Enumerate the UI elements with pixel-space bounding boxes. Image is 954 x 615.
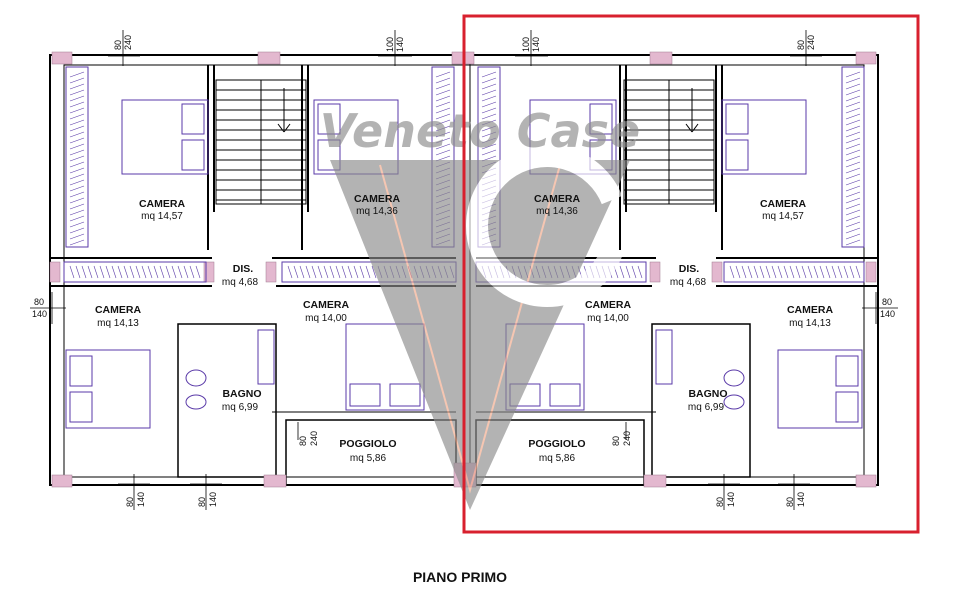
room-label: POGGIOLO bbox=[339, 438, 396, 450]
dim-label: 140 bbox=[726, 492, 736, 507]
room-area: mq 4,68 bbox=[670, 277, 707, 288]
room-area: mq 14,00 bbox=[305, 313, 347, 324]
dim-label: 140 bbox=[32, 309, 47, 319]
dim-label: 80 bbox=[882, 297, 892, 307]
dim-label: 80 bbox=[125, 497, 135, 507]
dim-label: 140 bbox=[208, 492, 218, 507]
dim-label: 140 bbox=[880, 309, 895, 319]
room-label: CAMERA bbox=[760, 198, 806, 210]
room-area: mq 6,99 bbox=[222, 402, 259, 413]
room-label: CAMERA bbox=[787, 304, 833, 316]
room-area: mq 5,86 bbox=[539, 453, 576, 464]
dim-label: 100 bbox=[385, 37, 395, 52]
room-labels-left: CAMERA mq 14,57 CAMERA mq 14,36 DIS. mq … bbox=[95, 193, 400, 464]
room-labels-right: CAMERA mq 14,36 CAMERA mq 14,57 DIS. mq … bbox=[528, 193, 833, 464]
room-area: mq 4,68 bbox=[222, 277, 259, 288]
room-label: DIS. bbox=[233, 263, 254, 275]
room-label: POGGIOLO bbox=[528, 438, 585, 450]
dim-label: 240 bbox=[622, 431, 632, 446]
dim-label: 140 bbox=[395, 37, 405, 52]
watermark: Veneto Case bbox=[320, 104, 640, 510]
room-area: mq 14,36 bbox=[536, 206, 578, 217]
dim-label: 80 bbox=[113, 40, 123, 50]
dim-label: 240 bbox=[309, 431, 319, 446]
bathroom-fixtures bbox=[185, 329, 745, 410]
dim-label: 140 bbox=[136, 492, 146, 507]
dim-label: 140 bbox=[796, 492, 806, 507]
room-label: BAGNO bbox=[222, 388, 261, 400]
dim-label: 80 bbox=[611, 436, 621, 446]
room-area: mq 5,86 bbox=[350, 453, 387, 464]
dim-label: 240 bbox=[806, 35, 816, 50]
stairs bbox=[215, 79, 715, 205]
dim-label: 80 bbox=[715, 497, 725, 507]
room-area: mq 6,99 bbox=[688, 402, 725, 413]
dim-label: 80 bbox=[298, 436, 308, 446]
dim-label: 80 bbox=[785, 497, 795, 507]
room-area: mq 14,36 bbox=[356, 206, 398, 217]
room-label: CAMERA bbox=[303, 299, 349, 311]
dim-label: 140 bbox=[531, 37, 541, 52]
highlight-frame bbox=[462, 14, 920, 534]
dimensions bbox=[30, 30, 898, 510]
dimension-labels: 80 240 100 140 100 140 80 240 80 140 80 … bbox=[32, 35, 895, 507]
watermark-text: Veneto Case bbox=[320, 104, 640, 158]
room-area: mq 14,13 bbox=[97, 318, 139, 329]
dim-label: 240 bbox=[123, 35, 133, 50]
dim-label: 100 bbox=[521, 37, 531, 52]
room-area: mq 14,57 bbox=[762, 211, 804, 222]
room-label: CAMERA bbox=[534, 193, 580, 205]
dim-label: 80 bbox=[197, 497, 207, 507]
room-label: DIS. bbox=[679, 263, 700, 275]
dim-label: 80 bbox=[796, 40, 806, 50]
room-label: BAGNO bbox=[688, 388, 727, 400]
room-label: CAMERA bbox=[139, 198, 185, 210]
room-label: CAMERA bbox=[95, 304, 141, 316]
room-label: CAMERA bbox=[585, 299, 631, 311]
dim-label: 80 bbox=[34, 297, 44, 307]
plan-title: PIANO PRIMO bbox=[413, 569, 507, 585]
room-area: mq 14,00 bbox=[587, 313, 629, 324]
room-area: mq 14,13 bbox=[789, 318, 831, 329]
room-area: mq 14,57 bbox=[141, 211, 183, 222]
room-label: CAMERA bbox=[354, 193, 400, 205]
